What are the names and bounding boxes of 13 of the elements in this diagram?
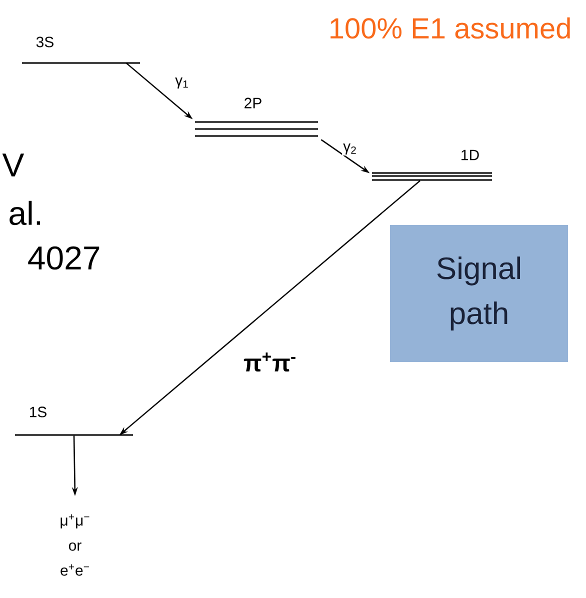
energy-level: 1D	[372, 150, 492, 181]
energy-level: 1S	[15, 406, 133, 436]
signal-path-box: Signal path	[390, 225, 568, 362]
energy-level: 2P	[195, 98, 318, 137]
decay-products: μ$^{+}$μ$^{−}$ or e$^{+}$e$^{−}$	[60, 514, 90, 576]
text-label: al.	[10, 200, 40, 226]
text-label: V	[2, 154, 24, 176]
text-label: 4027	[28, 246, 100, 270]
edge-label: π$^{+}$π$^{-}$	[242, 351, 298, 373]
edge-label: γ$_{2}$	[342, 142, 358, 156]
text-label: 100% E1 assumed	[330, 17, 570, 39]
edge-label: γ$_{1}$	[174, 76, 190, 90]
energy-level: 3S	[22, 36, 140, 64]
